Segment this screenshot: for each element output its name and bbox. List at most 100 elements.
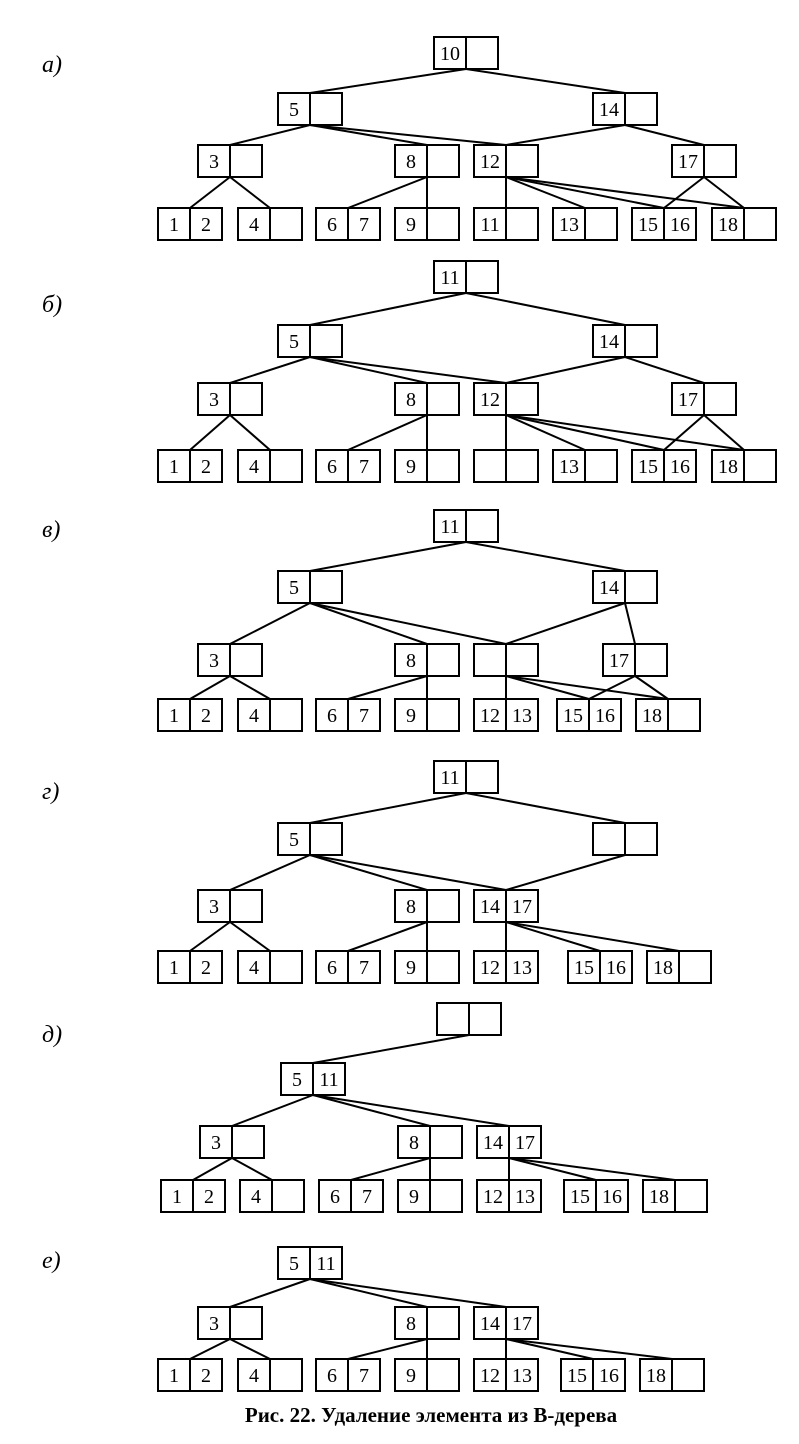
node-cell: [505, 382, 539, 416]
node-L: 5: [277, 324, 343, 358]
node-cell: [508, 1125, 542, 1159]
node-cell: [229, 382, 263, 416]
edge-root-R: [465, 68, 626, 94]
node-cell: [588, 698, 622, 732]
node-cell: [318, 1179, 352, 1213]
node-key: 2: [201, 1365, 211, 1387]
node-key: 16: [606, 957, 626, 979]
node-cell: [624, 92, 658, 126]
edge-c-l6: [505, 176, 586, 209]
node-key: 5: [289, 99, 299, 121]
node-cell: [197, 1306, 231, 1340]
node-cell: [394, 1306, 428, 1340]
node-cell: [229, 144, 263, 178]
node-key: 11: [480, 214, 499, 236]
node-key: 4: [249, 1365, 259, 1387]
node-key: 3: [209, 896, 219, 918]
edge-root-L: [309, 292, 467, 326]
node-a: 3: [197, 889, 263, 923]
node-cell: [157, 449, 191, 483]
edge-L-b: [309, 356, 428, 384]
node-key: 8: [406, 650, 416, 672]
node-cell: [197, 643, 231, 677]
node-d: 17: [671, 144, 737, 178]
node-a: 3: [197, 1306, 263, 1340]
node-cell: [465, 36, 499, 70]
edge-a-l1: [189, 1338, 231, 1360]
node-key: 13: [559, 214, 579, 236]
node-key: 8: [406, 1313, 416, 1335]
node-key: 3: [211, 1132, 221, 1154]
node-cell: [394, 950, 428, 984]
node-key: 4: [249, 456, 259, 478]
node-key: 6: [327, 456, 337, 478]
node-cell: [743, 207, 777, 241]
node-cell: [315, 449, 349, 483]
node-b: 8: [397, 1125, 463, 1159]
edge-a-l2: [229, 414, 271, 451]
node-l4: 9: [394, 1358, 460, 1392]
node-cell: [347, 698, 381, 732]
node-key: 3: [209, 151, 219, 173]
node-cell: [667, 698, 701, 732]
node-cell: [189, 950, 223, 984]
node-key: 16: [670, 456, 690, 478]
node-key: 13: [559, 456, 579, 478]
edge-root-L: [309, 792, 467, 824]
edge-b-l3: [347, 921, 428, 952]
edge-c-l7: [508, 1157, 597, 1181]
node-cell: [711, 449, 745, 483]
node-l4: 9: [394, 950, 460, 984]
node-cell: [394, 144, 428, 178]
edge-R-c: [505, 602, 626, 645]
edge-L-c: [309, 356, 507, 384]
node-key: 8: [406, 389, 416, 411]
node-key: 3: [209, 650, 219, 672]
node-key: 12: [483, 1186, 503, 1208]
node-R: 14: [592, 92, 658, 126]
edge-b-l3: [347, 176, 428, 209]
edge-L-b: [309, 1278, 428, 1308]
node-key: 1: [172, 1186, 182, 1208]
node-a: 3: [197, 144, 263, 178]
node-key: 13: [512, 957, 532, 979]
node-cell: [229, 643, 263, 677]
node-cell: [671, 1358, 705, 1392]
node-cell: [505, 207, 539, 241]
node-key: 8: [406, 151, 416, 173]
node-cell: [426, 382, 460, 416]
node-key: 12: [480, 705, 500, 727]
edge-a-l2: [229, 176, 271, 209]
edge-root-L: [309, 541, 467, 572]
node-l4: 9: [394, 207, 460, 241]
node-cell: [595, 1179, 629, 1213]
edges: [189, 541, 669, 700]
node-l4: 9: [394, 449, 460, 483]
edges: [189, 792, 680, 952]
node-cell: [703, 144, 737, 178]
edge-L-a: [231, 1094, 314, 1127]
edge-d-l7: [663, 414, 705, 451]
node-cell: [189, 698, 223, 732]
node-key: 17: [678, 151, 698, 173]
node-cell: [309, 570, 343, 604]
node-cell: [505, 1358, 539, 1392]
node-key: 16: [670, 214, 690, 236]
edge-L-c: [309, 124, 507, 146]
node-cell: [473, 449, 507, 483]
node-cell: [592, 822, 626, 856]
node-d: 17: [602, 643, 668, 677]
node-key: 2: [201, 957, 211, 979]
node-key: 7: [359, 705, 369, 727]
node-key: 9: [409, 1186, 419, 1208]
node-key: 5: [289, 829, 299, 851]
node-cell: [347, 207, 381, 241]
edge-d-l8: [703, 414, 745, 451]
